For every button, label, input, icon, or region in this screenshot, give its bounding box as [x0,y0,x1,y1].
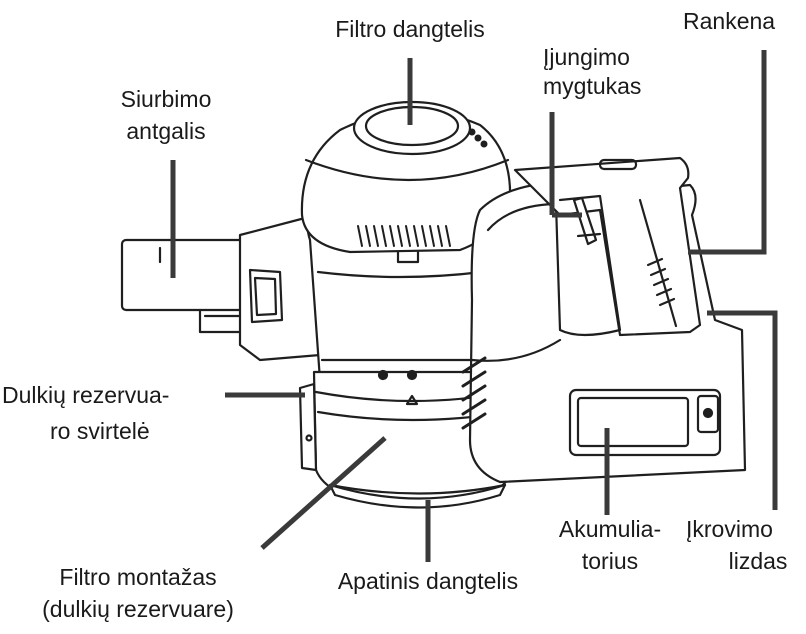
leader-handle [688,50,767,255]
bottom-cover [328,483,507,509]
label-filter-cover: Filtro dangtelis [335,16,485,42]
label-dust-lever-line1: Dulkių rezervua- [2,382,170,408]
suction-nozzle [120,238,252,334]
label-charging-port-line1: Įkrovimo [686,516,773,542]
charging-port [696,394,720,434]
label-handle: Rankena [683,8,776,34]
filter-cover [300,100,512,264]
label-power-button-line2: mygtukas [543,73,642,99]
label-power-button-line1: Įjungimo [543,44,630,70]
label-dust-lever-line2: ro svirtelė [50,418,150,444]
label-battery-line2: torius [581,548,639,574]
leader-charging-port [707,310,778,510]
leader-lines [170,50,778,562]
cover-vents [357,225,451,247]
label-battery-line1: Akumulia- [558,516,662,542]
label-suction-nozzle-line1: Siurbimo [120,86,212,112]
power-trigger [572,196,602,246]
side-ribs [461,356,487,430]
leader-filter-mount [260,436,387,550]
label-filter-mount-line2: (dulkių rezervuare) [42,596,234,622]
label-bottom-cover: Apatinis dangtelis [337,568,519,594]
dust-bin-lever [298,382,318,472]
handle [513,156,702,337]
label-filter-mount-line1: Filtro montažas [59,564,217,590]
label-charging-port-line2: lizdas [728,548,788,574]
label-suction-nozzle-line2: antgalis [126,118,206,144]
